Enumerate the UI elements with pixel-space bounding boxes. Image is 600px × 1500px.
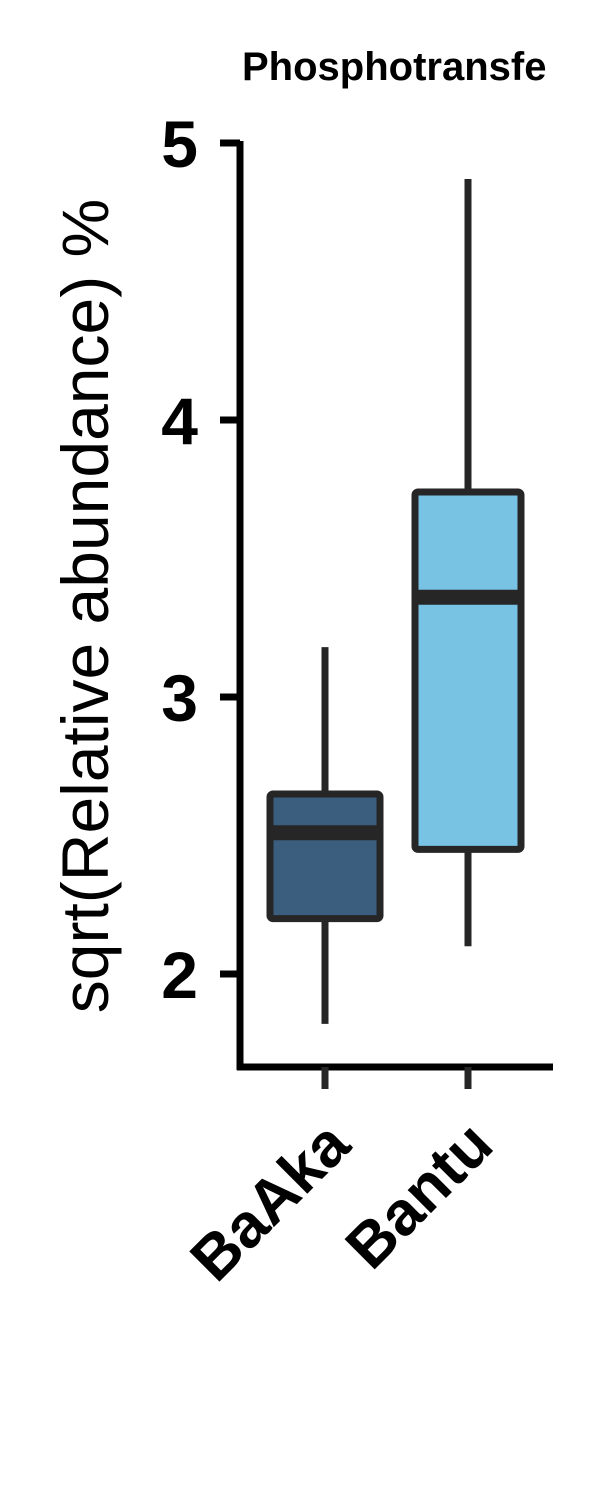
chart-title: Phosphotransfe [242, 45, 546, 89]
iqr-box [266, 790, 384, 923]
x-tick-label: Bantu [333, 1109, 506, 1282]
y-tick-label: 5 [161, 107, 198, 181]
iqr-box [411, 488, 525, 853]
y-tick-label: 4 [161, 384, 198, 458]
axes [236, 141, 553, 1071]
y-tick-label: 2 [161, 938, 198, 1012]
y-axis-ticks: 2 3 4 5 [161, 107, 240, 1012]
box-baaka [266, 647, 384, 1024]
x-tick-label: BaAka [178, 1109, 364, 1295]
y-axis-label: sqrt(Relative abundance) % [48, 199, 122, 1013]
y-tick-label: 3 [161, 661, 198, 735]
box-bantu [411, 179, 525, 947]
boxes [266, 179, 525, 1024]
